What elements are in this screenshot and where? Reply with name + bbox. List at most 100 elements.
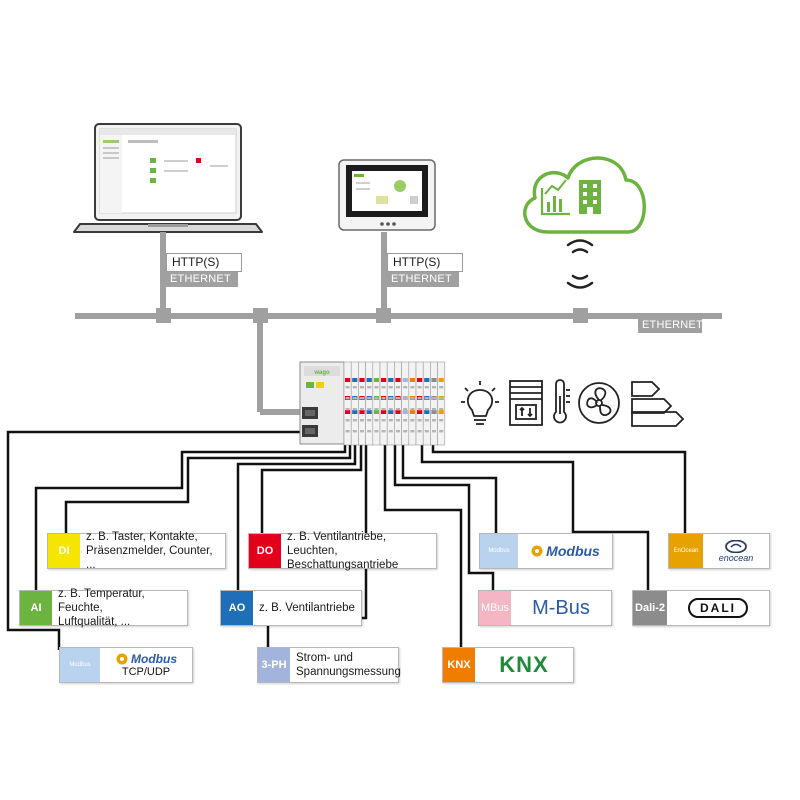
io-module-led bbox=[366, 378, 372, 382]
io-modules bbox=[343, 361, 446, 446]
io-module-led bbox=[431, 410, 437, 414]
three-phase-description-line-2: Spannungsmessung bbox=[296, 666, 401, 678]
io-module-led bbox=[359, 410, 365, 414]
di-description-line-1: z. B. Taster, Kontakte, bbox=[86, 531, 198, 543]
io-module-led bbox=[438, 378, 444, 382]
io-module-terminal bbox=[381, 419, 386, 422]
io-module-terminal bbox=[381, 397, 386, 400]
io-module-led bbox=[381, 378, 387, 382]
io-module-terminal bbox=[352, 408, 357, 411]
do-tag: DO bbox=[249, 534, 281, 568]
io-module-terminal bbox=[432, 397, 436, 400]
io-module-terminal bbox=[410, 430, 415, 433]
io-module-terminal bbox=[374, 419, 379, 422]
io-module-slice bbox=[365, 361, 374, 446]
io-module-slice bbox=[408, 361, 417, 446]
io-module-led bbox=[352, 410, 358, 414]
io-module-terminal bbox=[439, 419, 444, 422]
knx-logo: KNX bbox=[475, 648, 573, 682]
io-module-terminal bbox=[374, 386, 379, 389]
io-module-terminal bbox=[410, 386, 415, 389]
io-module-terminal bbox=[439, 430, 444, 433]
fan-icon bbox=[578, 382, 620, 424]
svg-text:wago: wago bbox=[313, 370, 330, 376]
io-module-terminal bbox=[388, 408, 393, 411]
io-module-terminal bbox=[424, 386, 429, 389]
energy-class-icon bbox=[631, 381, 685, 427]
io-module-terminal bbox=[410, 419, 415, 422]
light-bulb-icon bbox=[461, 381, 499, 425]
io-module-led bbox=[381, 410, 387, 414]
io-module-terminal bbox=[381, 430, 386, 433]
io-module-slice bbox=[422, 361, 431, 446]
io-module-slice bbox=[437, 361, 446, 446]
modbus-box: Modbus Modbus bbox=[479, 533, 613, 569]
ai-description: z. B. Temperatur, Feuchte, Luftqualität,… bbox=[52, 588, 187, 628]
io-module-led bbox=[424, 378, 430, 382]
io-module-terminal bbox=[367, 397, 372, 400]
io-module-terminal bbox=[424, 397, 429, 400]
blind-icon bbox=[509, 380, 543, 426]
mbus-tag: MBus bbox=[479, 591, 511, 625]
di-description: z. B. Taster, Kontakte, Präsenzmelder, C… bbox=[80, 531, 225, 571]
io-module-terminal bbox=[417, 430, 422, 433]
io-module-terminal bbox=[374, 430, 379, 433]
io-module-slice bbox=[394, 361, 402, 446]
io-module-terminal bbox=[439, 386, 444, 389]
io-module-led bbox=[417, 378, 423, 382]
laptop-icon bbox=[73, 123, 263, 233]
io-module-terminal bbox=[424, 419, 429, 422]
io-module-terminal bbox=[432, 419, 436, 422]
ao-tag: AO bbox=[221, 591, 253, 625]
io-module-terminal bbox=[403, 397, 408, 400]
io-module-slice bbox=[350, 361, 359, 446]
di-tag: DI bbox=[48, 534, 80, 568]
do-description: z. B. Ventilantriebe, Leuchten, Beschatt… bbox=[281, 531, 436, 571]
io-module-terminal bbox=[410, 408, 415, 411]
io-module-terminal bbox=[360, 397, 364, 400]
modbus-tcp-tag: Modbus bbox=[60, 648, 100, 682]
three-phase-tag: 3-PH bbox=[258, 648, 290, 682]
io-module-terminal bbox=[396, 419, 400, 422]
io-module-terminal bbox=[403, 408, 408, 411]
mbus-box: MBus M-Bus bbox=[478, 590, 612, 626]
io-module-terminal bbox=[360, 430, 364, 433]
io-module-led bbox=[409, 378, 415, 382]
three-phase-box: 3-PH Strom- und Spannungsmessung bbox=[257, 647, 401, 683]
io-module-led bbox=[373, 378, 379, 382]
modbus-logo-text: Modbus bbox=[546, 543, 600, 559]
io-module-terminal bbox=[381, 386, 386, 389]
di-description-line-2: Präsenzmelder, Counter, ... bbox=[86, 545, 213, 571]
io-module-terminal bbox=[424, 430, 429, 433]
io-module-terminal bbox=[345, 397, 350, 400]
dali-box: Dali-2 DALI bbox=[632, 590, 770, 626]
ethernet-label-laptop: ETHERNET bbox=[166, 272, 238, 287]
knx-logo-text: KNX bbox=[499, 652, 549, 677]
ethernet-network bbox=[75, 232, 722, 415]
io-module-slice bbox=[430, 361, 438, 446]
io-module-terminal bbox=[396, 386, 400, 389]
io-module-slice bbox=[358, 361, 366, 446]
ethernet-label-panel: ETHERNET bbox=[387, 272, 459, 287]
io-module-terminal bbox=[396, 408, 400, 411]
io-module-terminal bbox=[388, 386, 393, 389]
io-module-terminal bbox=[345, 430, 350, 433]
io-module-terminal bbox=[352, 397, 357, 400]
io-module-terminal bbox=[432, 386, 436, 389]
knx-box: KNX KNX bbox=[442, 647, 574, 683]
io-module-led bbox=[431, 378, 437, 382]
io-module-terminal bbox=[367, 408, 372, 411]
io-module-led bbox=[409, 410, 415, 414]
wago-controller: wago bbox=[299, 361, 345, 445]
ao-description: z. B. Ventilantriebe bbox=[253, 591, 361, 625]
io-module-led bbox=[438, 410, 444, 414]
ai-tag: AI bbox=[20, 591, 52, 625]
io-module-terminal bbox=[345, 386, 350, 389]
io-module-terminal bbox=[403, 419, 408, 422]
ai-module-box: AI z. B. Temperatur, Feuchte, Luftqualit… bbox=[19, 588, 188, 628]
three-phase-description: Strom- und Spannungsmessung bbox=[290, 648, 407, 682]
io-module-terminal bbox=[439, 408, 444, 411]
enocean-box: EnOcean enocean bbox=[668, 533, 770, 569]
io-module-terminal bbox=[367, 430, 372, 433]
io-module-terminal bbox=[352, 386, 357, 389]
